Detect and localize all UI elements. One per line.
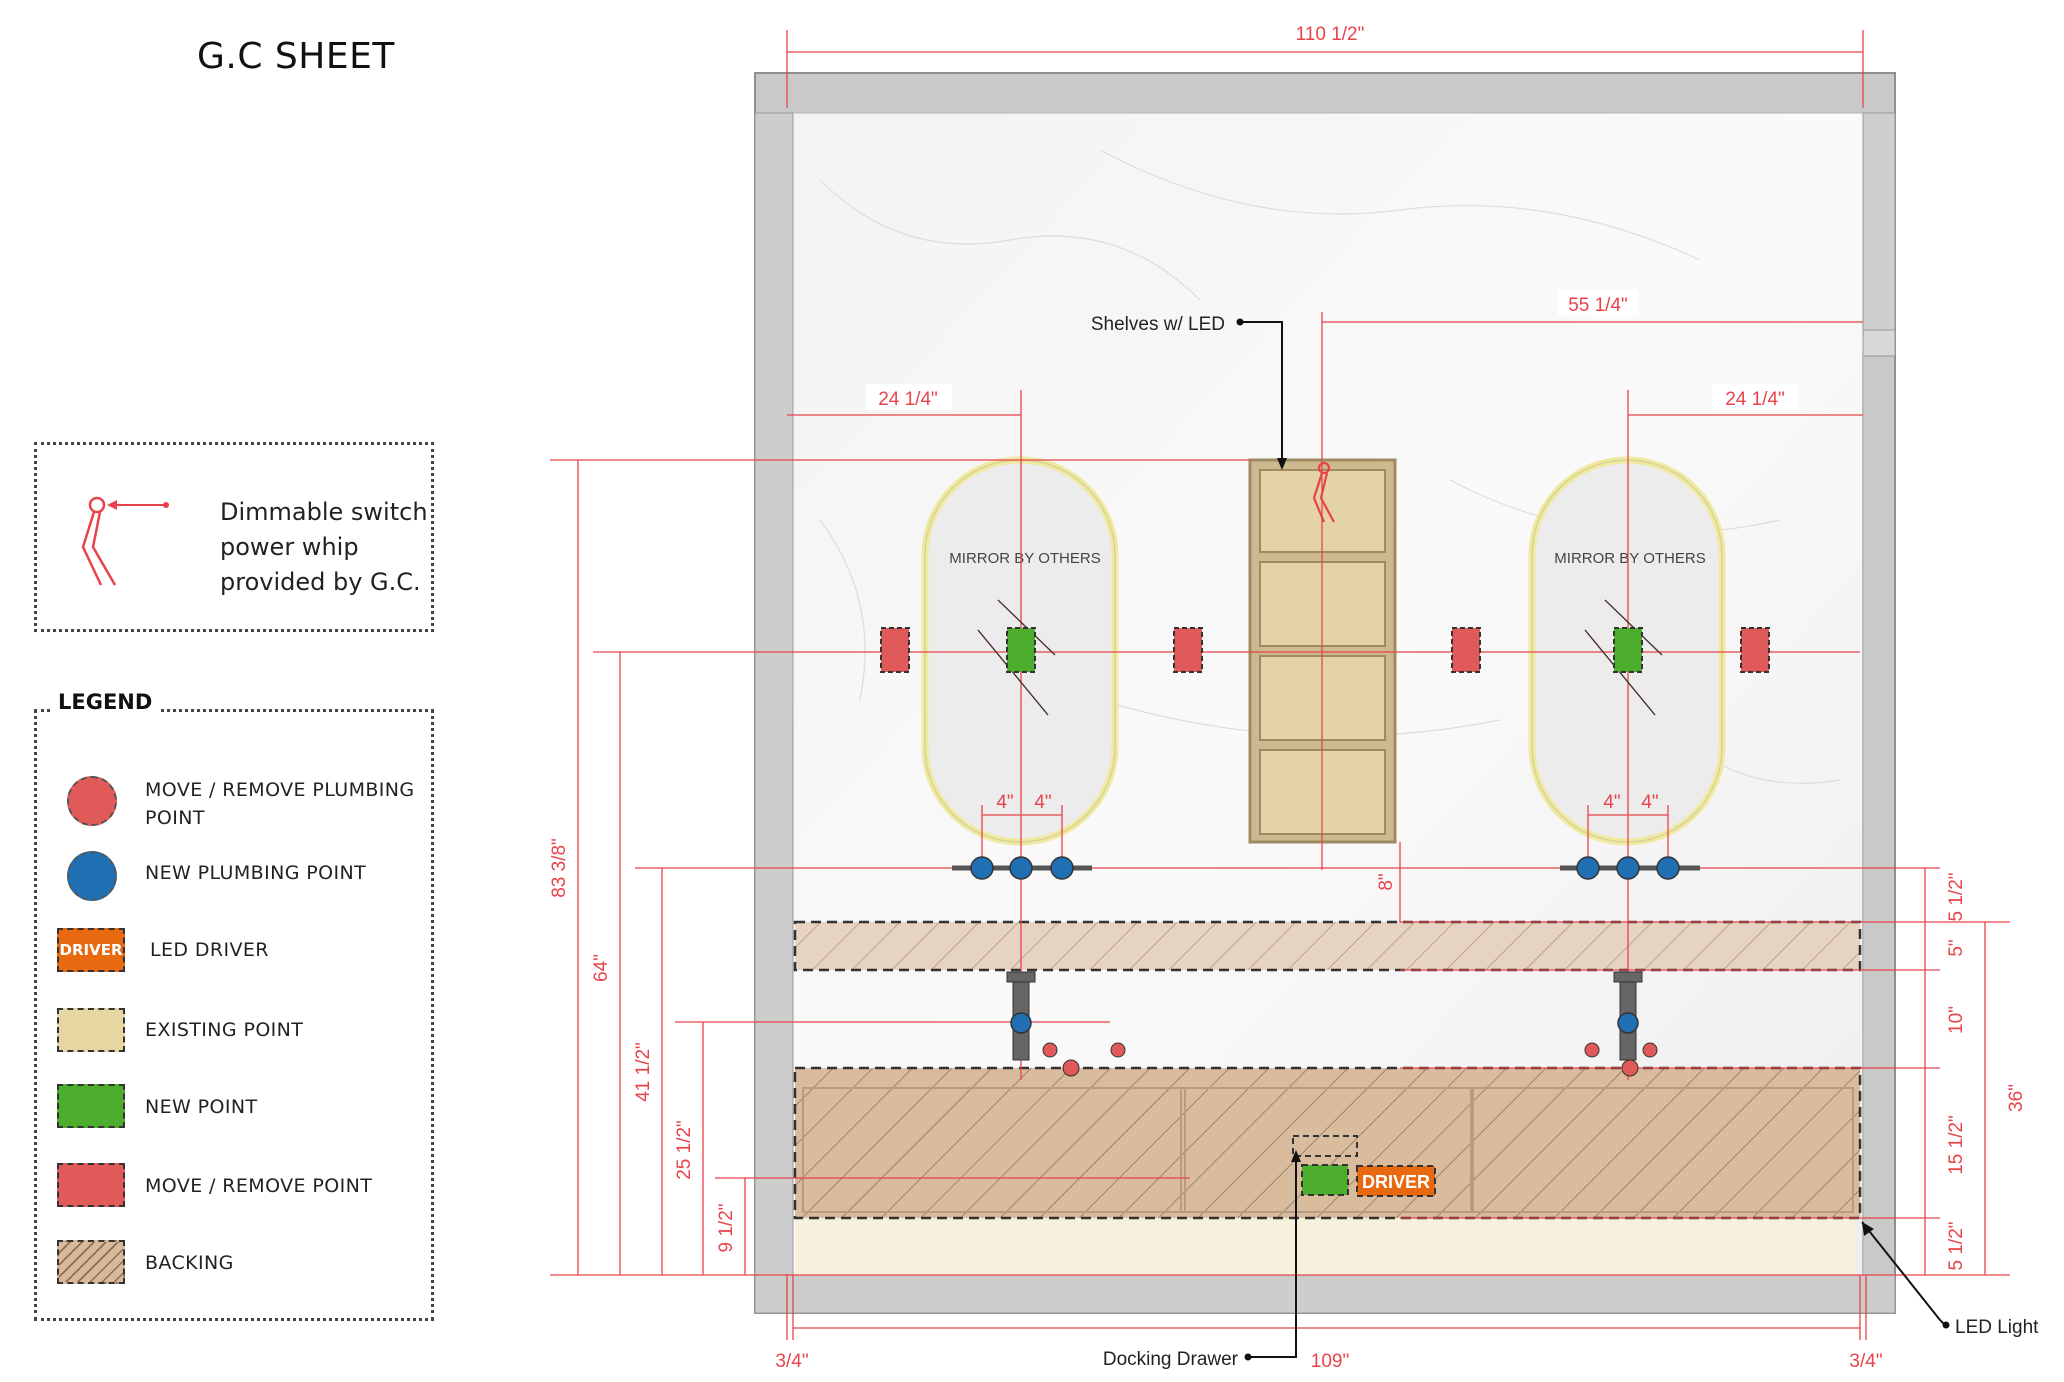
docking-drawer-label: Docking Drawer	[1103, 1349, 1239, 1370]
dim-stack-d: 15 1/2"	[1946, 1115, 1967, 1175]
dim-vanity-width: 109"	[1311, 1351, 1349, 1372]
led-light-strip	[795, 1217, 1855, 1275]
dim-stack-c: 10"	[1946, 1006, 1967, 1034]
dim-stack-b: 5"	[1946, 939, 1967, 956]
dim-drain-height: 25 1/2"	[674, 1120, 695, 1180]
marble-wall	[792, 112, 1864, 1276]
dim-left-center: 24 1/4"	[878, 389, 938, 410]
dim-faucet-a: 4"	[996, 792, 1013, 813]
new-point-drawer	[1301, 1164, 1349, 1196]
dim-shelf-gap: 8"	[1376, 873, 1397, 890]
legend-title: LEGEND	[52, 690, 159, 714]
power-whip-icon	[81, 496, 169, 586]
dim-faucet-d: 4"	[1641, 792, 1658, 813]
dim-overall-height: 83 3/8"	[549, 838, 570, 898]
faucet-left	[952, 856, 1092, 880]
dim-faucet-b: 4"	[1034, 792, 1051, 813]
shelves	[1248, 458, 1397, 844]
dim-right-reveal: 3/4"	[1849, 1351, 1882, 1372]
mirror-left-label: MIRROR BY OTHERS	[949, 550, 1100, 567]
dim-right-center: 24 1/4"	[1725, 389, 1785, 410]
driver-box	[1356, 1165, 1436, 1197]
dim-outlet-low: 9 1/2"	[716, 1203, 737, 1252]
move-remove-point-3	[1451, 627, 1481, 673]
backing-lower	[793, 1066, 1862, 1220]
dim-vanity-height: 36"	[2006, 1084, 2027, 1112]
mirror-left	[921, 456, 1119, 846]
dim-spout-height: 41 1/2"	[633, 1042, 654, 1102]
legend-box: LEGEND MOVE / REMOVE PLUMBING POINT NEW …	[34, 690, 434, 1321]
legend-label-backing: BACKING	[145, 1252, 234, 1274]
legend-label-new-plumbing: NEW PLUMBING POINT	[145, 862, 367, 884]
dim-outlet-height: 64"	[591, 954, 612, 982]
sheet-title: G.C SHEET	[197, 36, 395, 77]
dim-stack-a: 5 1/2"	[1946, 872, 1967, 921]
existing-point-swatch	[57, 1008, 125, 1052]
dim-stack-e: 5 1/2"	[1946, 1221, 1967, 1270]
backing-swatch	[57, 1240, 125, 1284]
switch-note-text: Dimmable switch power whip provided by G…	[220, 498, 428, 596]
new-plumbing-swatch	[67, 851, 117, 901]
switch-note-box: Dimmable switch power whip provided by G…	[34, 442, 434, 632]
legend-label-move-remove-plumbing: MOVE / REMOVE PLUMBING POINT	[145, 779, 415, 829]
mirror-right	[1528, 456, 1726, 846]
driver-label: DRIVER	[1362, 1172, 1430, 1192]
legend-label-move-remove-point: MOVE / REMOVE POINT	[145, 1175, 373, 1197]
backing-upper	[793, 920, 1862, 972]
legend-label-new-point: NEW POINT	[145, 1096, 258, 1118]
move-remove-point-swatch	[57, 1163, 125, 1207]
new-point-right	[1613, 627, 1643, 673]
new-point-swatch	[57, 1084, 125, 1128]
new-point-left	[1006, 627, 1036, 673]
wall-frame	[754, 72, 1896, 1314]
led-light-label: LED Light	[1955, 1317, 2039, 1338]
dim-right-run: 55 1/4"	[1568, 295, 1628, 316]
move-remove-point-2	[1173, 627, 1203, 673]
mirror-right-label: MIRROR BY OTHERS	[1554, 550, 1705, 567]
led-driver-swatch: DRIVER	[57, 928, 125, 972]
faucet-right	[1560, 856, 1700, 880]
move-remove-point-1	[880, 627, 910, 673]
move-remove-point-4	[1740, 627, 1770, 673]
shelves-label: Shelves w/ LED	[1091, 314, 1225, 335]
dim-faucet-c: 4"	[1603, 792, 1620, 813]
dim-left-reveal: 3/4"	[775, 1351, 808, 1372]
dim-overall-width: 110 1/2"	[1296, 24, 1365, 45]
legend-label-led-driver: LED DRIVER	[150, 939, 269, 961]
legend-label-existing-point: EXISTING POINT	[145, 1019, 304, 1041]
move-remove-plumbing-swatch	[67, 776, 117, 826]
